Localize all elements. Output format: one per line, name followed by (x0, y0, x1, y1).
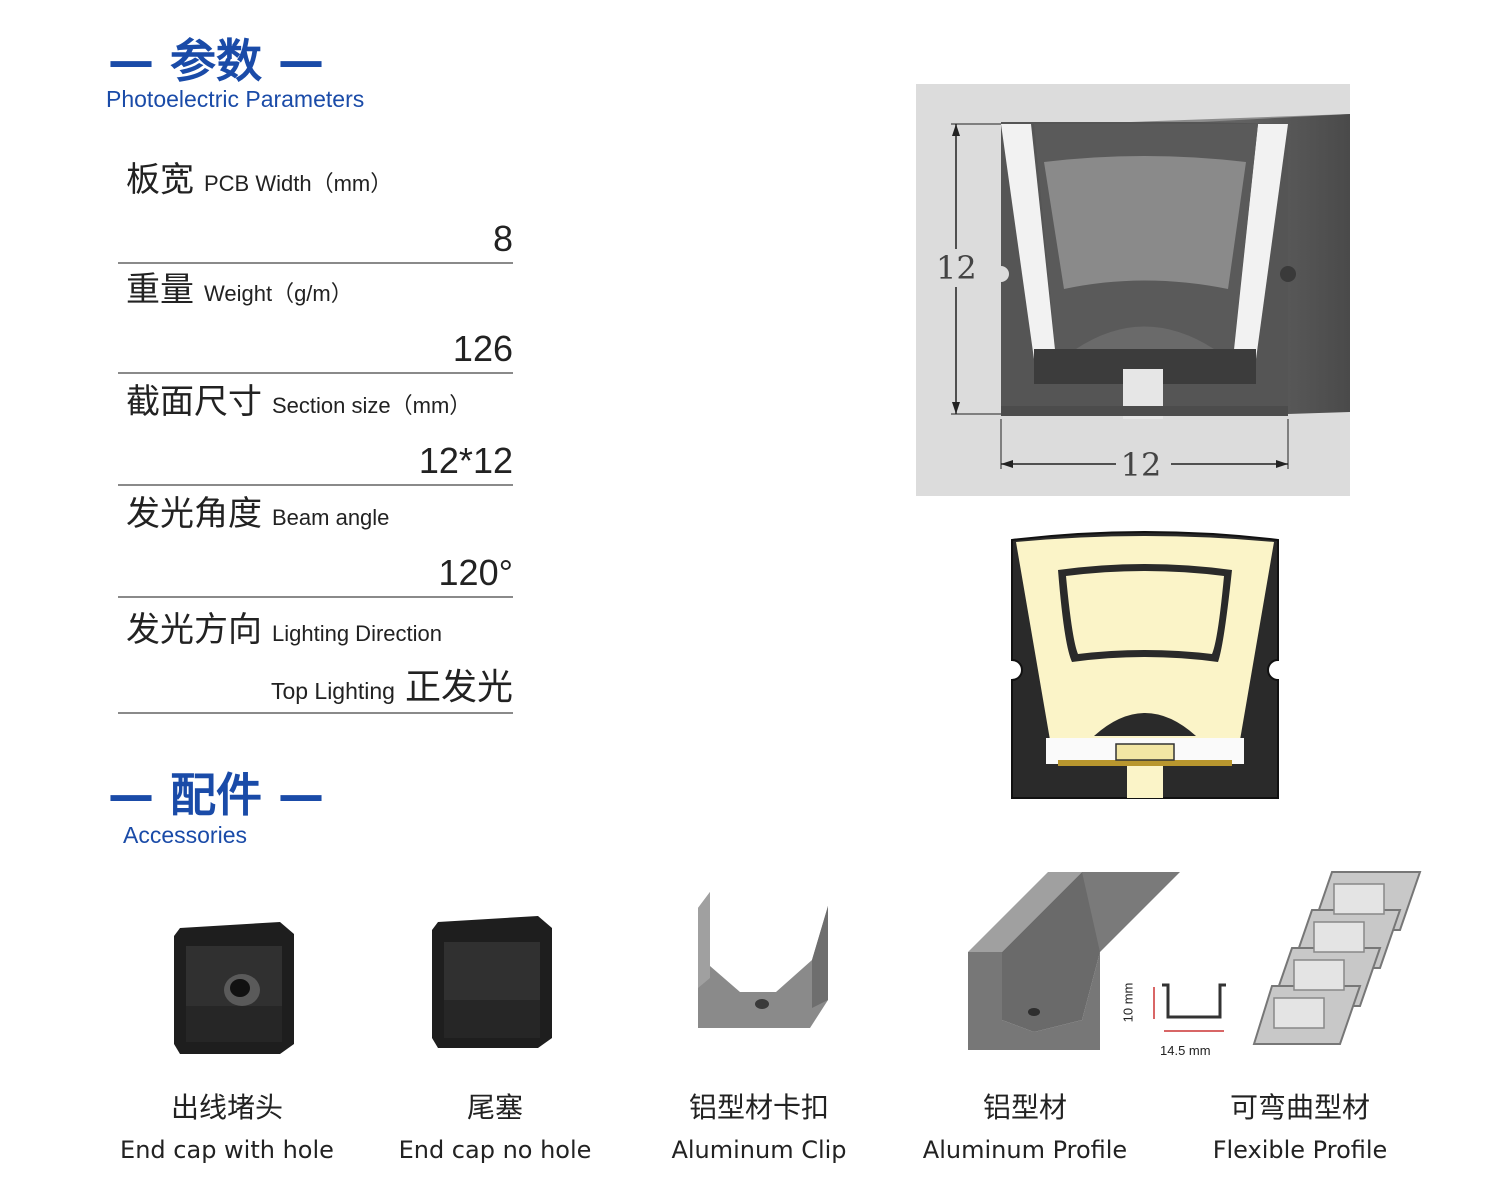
param-label: 截面尺寸 Section size（mm） (126, 374, 471, 423)
param-label: 重量 Weight（g/m） (126, 262, 353, 311)
accessory-end-cap-with-hole: 出线堵头 End cap with hole (92, 1086, 362, 1164)
accessory-flexible-profile: 可弯曲型材 Flexible Profile (1165, 1086, 1435, 1164)
param-value-en: Top Lighting (270, 678, 395, 704)
param-label-zh: 截面尺寸 (126, 382, 262, 422)
flexible-profile-image (1250, 870, 1422, 1060)
accessory-name-en: Aluminum Profile (922, 1136, 1128, 1164)
profile-dimension-diagram: 10 mm 14.5 mm (1120, 975, 1228, 1060)
param-label-zh: 发光方向 (126, 610, 262, 650)
param-value: 126 (452, 328, 513, 369)
aluminum-profile-image (962, 870, 1182, 1060)
height-dimension-label: 12 (936, 249, 977, 287)
param-value: 8 (492, 218, 513, 259)
cross-section-svg (1011, 531, 1279, 799)
accessory-name-en: Aluminum Clip (671, 1136, 847, 1164)
accessory-name-en: End cap no hole (398, 1136, 592, 1164)
param-row-pcb-width: 板宽 PCB Width（mm） 8 (118, 152, 513, 264)
width-dimension-label: 12 (1120, 446, 1162, 484)
accessory-aluminum-clip: 铝型材卡扣 Aluminum Clip (624, 1086, 894, 1164)
profile-3d-svg (951, 114, 1350, 469)
param-value-zh: 正发光 (404, 666, 513, 707)
param-label: 板宽 PCB Width（mm） (126, 152, 392, 201)
param-label-en: Lighting Direction (272, 621, 442, 646)
param-value: 12*12 (418, 440, 513, 481)
profile-width-label: 14.5 mm (1160, 1043, 1211, 1058)
param-label-en: Section size（mm） (272, 393, 472, 418)
param-label-en: Beam angle (272, 505, 390, 530)
param-row-beam-angle: 发光角度 Beam angle 120° (118, 486, 513, 598)
profile-3d-render: 12 12 (916, 84, 1350, 496)
accessory-name-zh: 出线堵头 (170, 1091, 283, 1124)
end-cap-no-hole-image (428, 912, 558, 1052)
param-label: 发光方向 Lighting Direction (126, 602, 442, 651)
accessory-name-en: End cap with hole (120, 1136, 334, 1164)
param-row-section-size: 截面尺寸 Section size（mm） 12*12 (118, 374, 513, 486)
param-value: Top Lighting 正发光 (271, 658, 513, 710)
aluminum-clip-image (690, 888, 835, 1033)
accessory-name-zh: 铝型材卡扣 (688, 1091, 829, 1124)
accessory-aluminum-profile: 铝型材 Aluminum Profile (890, 1086, 1160, 1164)
accessory-name-zh: 可弯曲型材 (1229, 1091, 1370, 1124)
param-row-lighting-direction: 发光方向 Lighting Direction Top Lighting 正发光 (118, 602, 513, 714)
params-section-subtitle: Photoelectric Parameters (106, 86, 365, 112)
accessories-section-title: — 配件 — (108, 768, 325, 822)
accessory-end-cap-no-hole: 尾塞 End cap no hole (360, 1086, 630, 1164)
param-value: 120° (438, 552, 513, 593)
param-label-zh: 板宽 (126, 160, 194, 200)
accessory-name-zh: 铝型材 (982, 1091, 1067, 1124)
profile-height-label: 10 mm (1120, 982, 1136, 1023)
param-label-en: PCB Width（mm） (204, 171, 393, 196)
accessories-section-subtitle: Accessories (123, 822, 247, 848)
param-label-zh: 重量 (126, 270, 194, 310)
accessory-name-en: Flexible Profile (1212, 1136, 1388, 1164)
param-row-weight: 重量 Weight（g/m） 126 (118, 262, 513, 374)
cross-section-diagram (1010, 530, 1280, 800)
param-label-zh: 发光角度 (126, 494, 262, 534)
param-label: 发光角度 Beam angle (126, 486, 389, 535)
params-section-title: — 参数 — (108, 34, 325, 88)
accessory-name-zh: 尾塞 (466, 1091, 523, 1124)
param-label-en: Weight（g/m） (204, 281, 353, 306)
end-cap-with-hole-image (170, 918, 300, 1058)
